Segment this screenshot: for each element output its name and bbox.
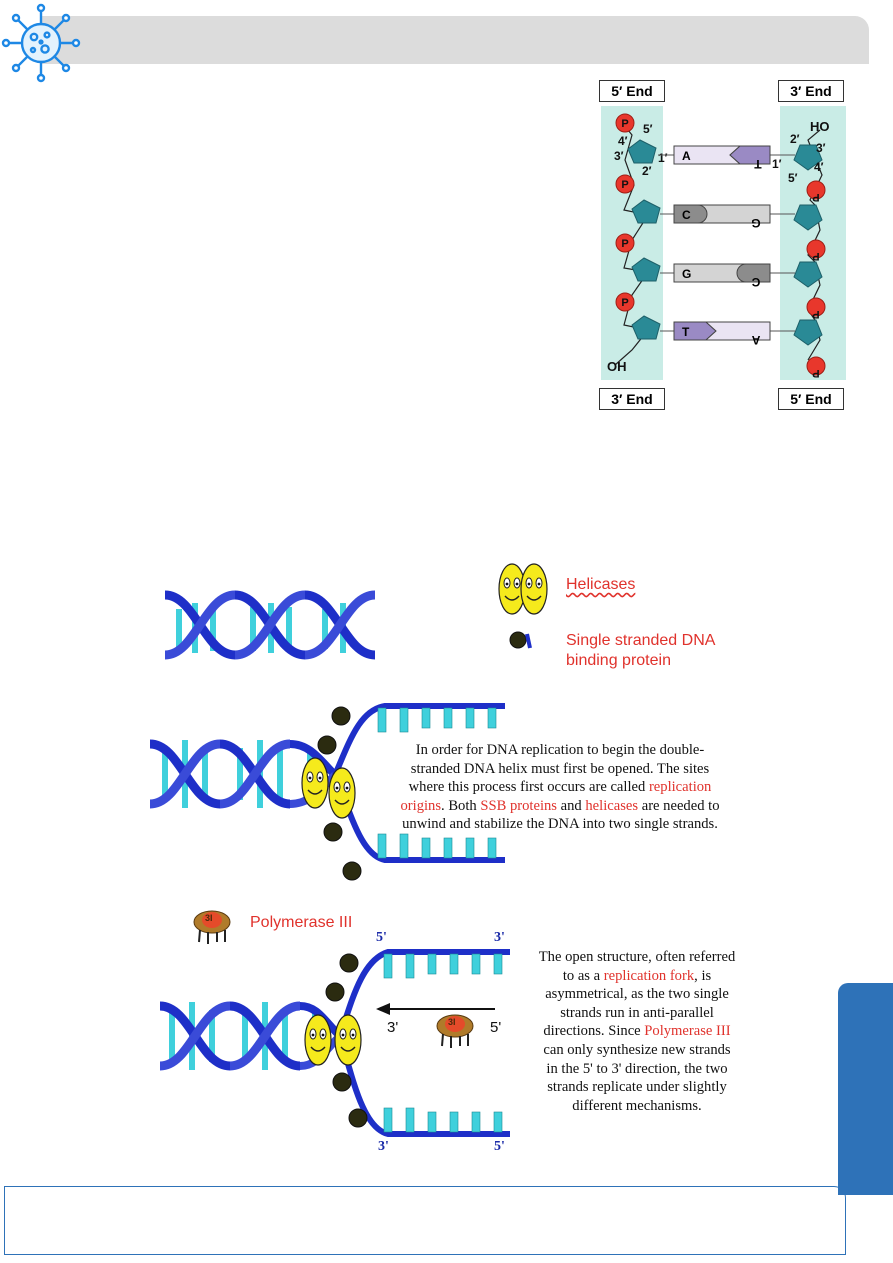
carbon-label: 1′ [658, 151, 668, 165]
carbon-label: 4′ [618, 134, 628, 148]
sugar-left-3 [631, 257, 661, 282]
phosphate-label-flipped: P [812, 367, 819, 379]
fork-label-bottom-left: 3' [378, 1139, 389, 1154]
fork-label-bottom-right: 5' [494, 1139, 505, 1154]
carbon-label: 4′ [814, 160, 824, 174]
carbon-label: 2′ [642, 164, 652, 178]
paragraph-replication-origins: In order for DNA replication to begin th… [400, 742, 720, 833]
base-pair-t-a: T A [673, 321, 771, 347]
replication-fork-2 [160, 949, 510, 1137]
sugar-right-4 [793, 319, 823, 346]
label-5-end-top: 5′ End [599, 80, 665, 102]
sugar-right-2 [793, 204, 823, 231]
footer-box [4, 1186, 846, 1255]
label-3-end-bottom: 3′ End [599, 388, 665, 410]
replication-figure [140, 563, 548, 1137]
polymerase-badge: 3I [205, 913, 213, 923]
arrow-label-3: 3' [387, 1019, 399, 1036]
carbon-label: 1′ [772, 157, 782, 171]
ho-label: HO [810, 119, 830, 134]
base-label-flipped: G [751, 216, 760, 230]
sugar-left-2 [631, 199, 661, 224]
carbon-label: 5′ [788, 171, 798, 185]
phosphate-label: P [621, 297, 628, 309]
base-label-flipped: C [751, 275, 760, 289]
oh-label: OH [607, 359, 627, 374]
carbon-label: 3′ [614, 149, 624, 163]
base-label-flipped: A [751, 333, 760, 347]
base-label: T [682, 325, 690, 339]
arrow-label-5: 5' [490, 1019, 502, 1036]
sugar-right-3 [793, 261, 823, 288]
label-5-end-bottom: 5′ End [778, 388, 844, 410]
phosphate-label-flipped: P [812, 191, 819, 203]
dna-double-helix [165, 595, 375, 655]
helicases-label: Helicases [566, 576, 636, 593]
ssb-legend-icon [509, 631, 532, 649]
phosphate-label: P [621, 238, 628, 250]
fork-label-top-right: 3' [494, 930, 505, 945]
phosphate-label: P [621, 179, 628, 191]
side-tab [838, 983, 893, 1195]
virus-icon [1, 3, 81, 83]
base-pair-c-g: C G [673, 204, 771, 230]
helicase-legend-icon [498, 563, 548, 615]
base-pair-a-t: A T [673, 145, 771, 171]
phosphate-right [806, 180, 826, 376]
header-bar [40, 16, 869, 64]
polymerase-label: Polymerase III [250, 914, 353, 931]
dna-ladder: P P P P P P P P 5′ 4′ 3′ 2′ 1′ 2′ 3′ 1′ … [601, 106, 846, 380]
phosphate-label-flipped: P [812, 250, 819, 262]
base-label-flipped: T [754, 157, 762, 171]
carbon-label: 2′ [790, 132, 800, 146]
ssb-label-line1: Single stranded DNA [566, 632, 716, 649]
phosphate-label-flipped: P [812, 308, 819, 320]
replication-fork-1 [150, 703, 505, 881]
base-label: C [682, 208, 691, 222]
paragraph-replication-fork: The open structure, often referred to as… [538, 949, 736, 1114]
sugar-left-4 [631, 315, 661, 340]
label-3-end-top: 3′ End [778, 80, 844, 102]
base-pair-g-c: G C [673, 263, 771, 289]
sugar-left-1 [627, 139, 657, 164]
ssb-label-line2: binding protein [566, 652, 671, 669]
base-label: A [682, 149, 691, 163]
base-label: G [682, 267, 691, 281]
polymerase-badge: 3I [448, 1017, 456, 1027]
fork-label-top-left: 5' [376, 930, 387, 945]
sugar-right-1 [793, 144, 823, 171]
carbon-label: 5′ [643, 122, 653, 136]
carbon-label: 3′ [816, 141, 826, 155]
phosphate-left [615, 113, 635, 312]
phosphate-label: P [621, 118, 628, 130]
